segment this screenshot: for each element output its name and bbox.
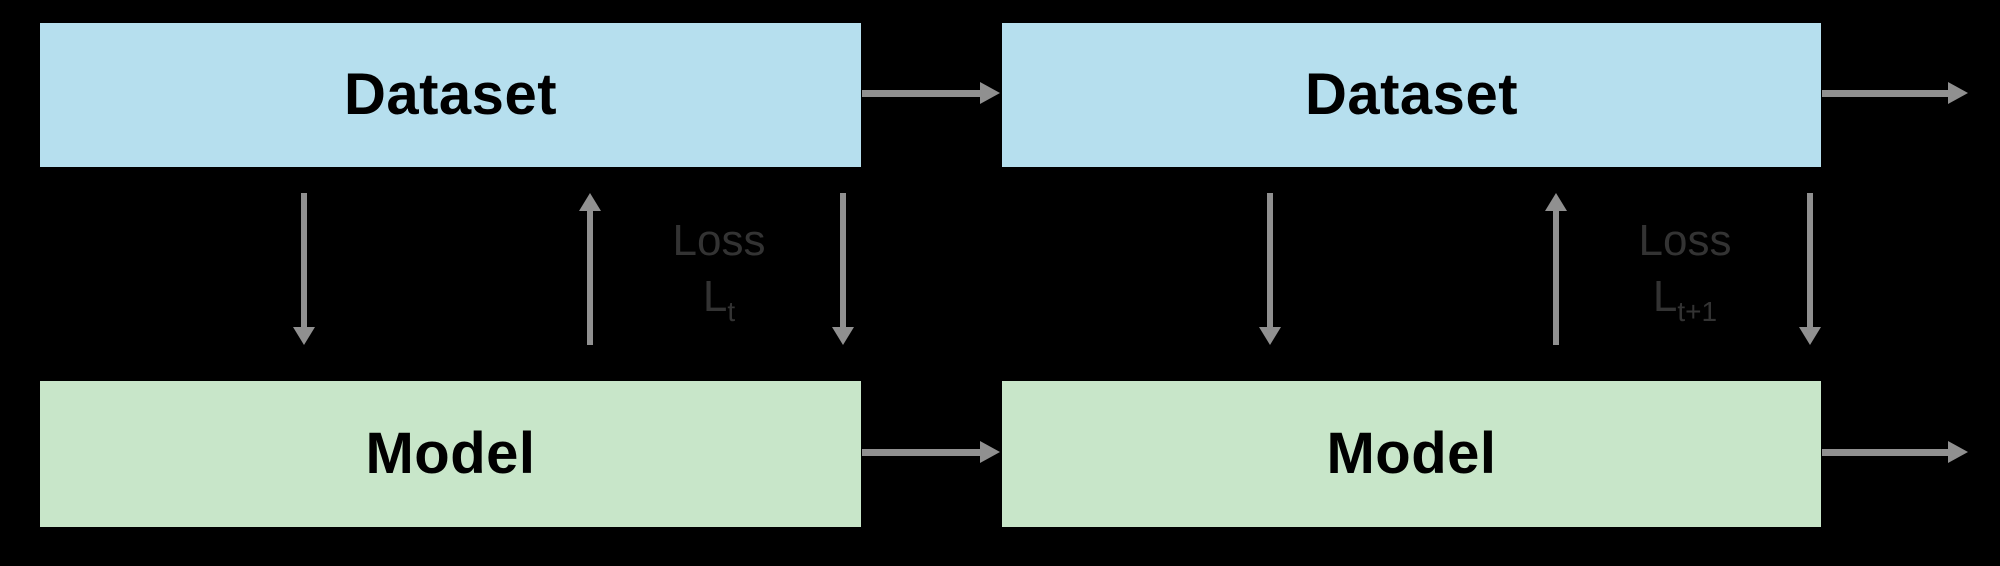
arrow-up-icon — [1545, 193, 1567, 345]
arrow-right-icon — [1822, 82, 1968, 104]
arrow-down-icon — [832, 193, 854, 345]
arrow-down-icon — [293, 193, 315, 345]
loss-label: Loss Lt — [619, 213, 819, 325]
loss-word: Loss — [672, 216, 766, 265]
arrow-down-icon — [1799, 193, 1821, 345]
dataset-box-1: Dataset — [40, 23, 861, 167]
loss-word: Loss — [1638, 216, 1732, 265]
arrow-right-icon — [1822, 441, 1968, 463]
dataset-box-2: Dataset — [1002, 23, 1821, 167]
arrow-up-icon — [579, 193, 601, 345]
loss-subscript: t+1 — [1677, 295, 1718, 327]
arrow-down-icon — [1259, 193, 1281, 345]
dataset-label: Dataset — [343, 62, 558, 127]
loss-symbol: Lt+1 — [1652, 272, 1718, 327]
arrow-right-icon — [862, 82, 1000, 104]
dataset-label: Dataset — [1304, 62, 1519, 127]
loss-subscript: t — [727, 295, 736, 327]
model-label: Model — [365, 421, 536, 486]
loss-label: Loss Lt+1 — [1585, 213, 1785, 325]
model-label: Model — [1326, 421, 1497, 486]
arrow-right-icon — [862, 441, 1000, 463]
model-box-2: Model — [1002, 381, 1821, 527]
model-box-1: Model — [40, 381, 861, 527]
loss-symbol: Lt — [702, 272, 736, 327]
